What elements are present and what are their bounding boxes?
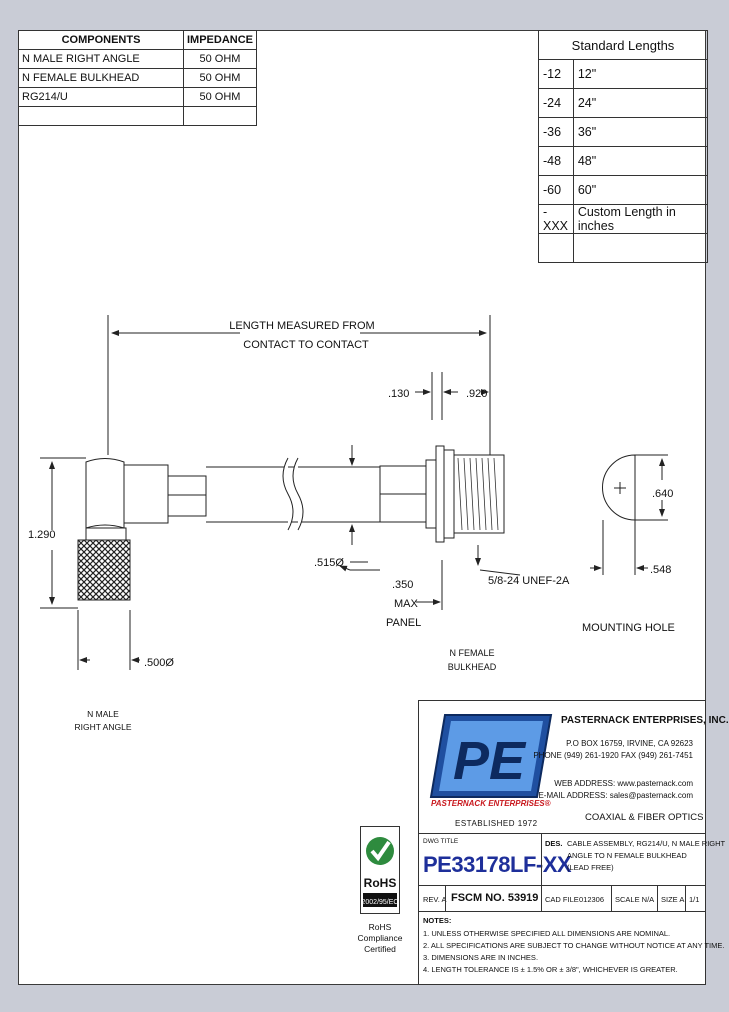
sheet-label: 1/1: [689, 895, 700, 904]
crimp-ferrule: [167, 475, 207, 517]
thread-label: 5/8-24 UNEF-2A: [488, 575, 570, 587]
table-row: [538, 233, 709, 263]
description-line: (LEAD FREE): [567, 863, 614, 872]
bulkhead-label: BULKHEAD: [448, 662, 497, 672]
right-angle-label: N MALE: [87, 709, 119, 719]
rohs-text: RoHS: [364, 876, 397, 890]
company-name: PASTERNACK ENTERPRISES, INC.: [561, 715, 729, 726]
components-table: COMPONENTS IMPEDANCE N MALE RIGHT ANGLE …: [18, 30, 258, 126]
note-item: 3. DIMENSIONS ARE IN INCHES.: [423, 953, 539, 962]
length-code: -12: [538, 59, 574, 89]
dim-label: .548: [650, 564, 671, 576]
des-label: DES.: [545, 839, 563, 848]
right-angle-label: RIGHT ANGLE: [74, 722, 132, 732]
address-line: P.O BOX 16759, IRVINE, CA 92623: [566, 739, 693, 748]
length-code: -36: [538, 117, 574, 147]
web-line: WEB ADDRESS: www.pasternack.com: [554, 779, 693, 788]
dim-label: .640: [652, 488, 673, 500]
length-label: LENGTH MEASURED FROM: [229, 320, 374, 332]
established-text: ESTABLISHED 1972: [455, 819, 538, 828]
company-block: PE PASTERNACK ENTERPRISES® ESTABLISHED 1…: [418, 700, 729, 834]
title-row: DWG TITLE PE33178LF-XX DES. CABLE ASSEMB…: [418, 834, 725, 886]
coupling-nut: [77, 539, 131, 601]
length-code: [538, 233, 574, 263]
right-angle-body: [85, 458, 125, 529]
phone-line: PHONE (949) 261-1920 FAX (949) 261-7451: [533, 751, 693, 760]
length-value: 48": [572, 146, 709, 176]
panel-flange: [435, 445, 445, 543]
note-item: 1. UNLESS OTHERWISE SPECIFIED ALL DIMENS…: [423, 929, 671, 938]
mounting-hole-label: MOUNTING HOLE: [582, 622, 675, 634]
right-angle-housing: [123, 464, 169, 524]
notes-heading: NOTES:: [423, 916, 452, 925]
logo-caption: PASTERNACK ENTERPRISES®: [431, 799, 551, 808]
impedance-header: IMPEDANCE: [182, 30, 258, 50]
assembly-drawing: LENGTH MEASURED FROM CONTACT TO CONTACT …: [28, 315, 675, 672]
rohs-check-icon: RoHS 2002/95/EC: [362, 837, 399, 907]
rohs-directive: 2002/95/EC: [362, 899, 399, 906]
description-line: ANGLE TO N FEMALE BULKHEAD: [567, 851, 687, 860]
size-label: SIZE A: [661, 895, 685, 904]
length-code: -XXX: [538, 204, 574, 234]
dim-label: .130: [388, 388, 409, 400]
rohs-caption: RoHS Compliance Certified: [346, 922, 414, 955]
revision-row: REV. A FSCM NO. 53919 CAD FILE 012306 SC…: [418, 886, 706, 912]
dim-label: .515Ø: [314, 557, 344, 569]
length-value: [572, 233, 709, 263]
cad-file-label: CAD FILE: [545, 895, 579, 904]
bulkhead-label: N FEMALE: [449, 648, 494, 658]
impedance-cell: 50 OHM: [182, 49, 258, 69]
notes-block: NOTES: 1. UNLESS OTHERWISE SPECIFIED ALL…: [418, 912, 724, 985]
length-code: -60: [538, 175, 574, 205]
dim-label: .500Ø: [144, 657, 174, 669]
rev-label: REV. A: [423, 895, 447, 904]
pe-logo: PE: [429, 714, 553, 798]
cad-file-value: 012306: [579, 895, 605, 904]
dim-label: .920: [466, 388, 487, 400]
note-item: 4. LENGTH TOLERANCE IS ± 1.5% OR ± 3/8",…: [423, 965, 678, 974]
table-row: N MALE RIGHT ANGLE 50 OHM: [18, 49, 258, 69]
rohs-caption-line: Compliance: [357, 933, 403, 943]
component-cell: N FEMALE BULKHEAD: [18, 68, 184, 88]
length-code: -24: [538, 88, 574, 118]
hex-nut: [443, 449, 455, 539]
dim-label: PANEL: [386, 617, 421, 629]
email-line: E-MAIL ADDRESS: sales@pasternack.com: [538, 791, 693, 800]
dim-label: .350: [392, 579, 413, 591]
length-value: 36": [572, 117, 709, 147]
dim-label: 1.290: [28, 529, 56, 541]
dim-label: MAX: [394, 598, 419, 610]
impedance-cell: [182, 106, 258, 126]
rohs-caption-line: Certified: [364, 944, 396, 954]
coax-fiber-label: COAXIAL & FIBER OPTICS: [585, 812, 704, 823]
table-row: N FEMALE BULKHEAD 50 OHM: [18, 68, 258, 88]
dwg-title-label: DWG TITLE: [423, 838, 459, 845]
scale-label: SCALE N/A: [615, 895, 655, 904]
length-label: CONTACT TO CONTACT: [243, 339, 369, 351]
length-value: Custom Length in inches: [572, 204, 709, 234]
note-item: 2. ALL SPECIFICATIONS ARE SUBJECT TO CHA…: [423, 941, 725, 950]
description-line: CABLE ASSEMBLY, RG214/U, N MALE RIGHT: [567, 839, 726, 848]
fscm-label: FSCM NO. 53919: [451, 892, 539, 904]
logo-text: PE: [453, 731, 527, 791]
table-row: [18, 106, 258, 126]
rohs-caption-line: RoHS: [368, 922, 392, 932]
part-number: PE33178LF-XX: [423, 852, 572, 877]
rohs-badge: RoHS 2002/95/EC: [360, 826, 400, 914]
component-cell: N MALE RIGHT ANGLE: [18, 49, 184, 69]
standard-lengths-header: Standard Lengths: [538, 30, 708, 60]
